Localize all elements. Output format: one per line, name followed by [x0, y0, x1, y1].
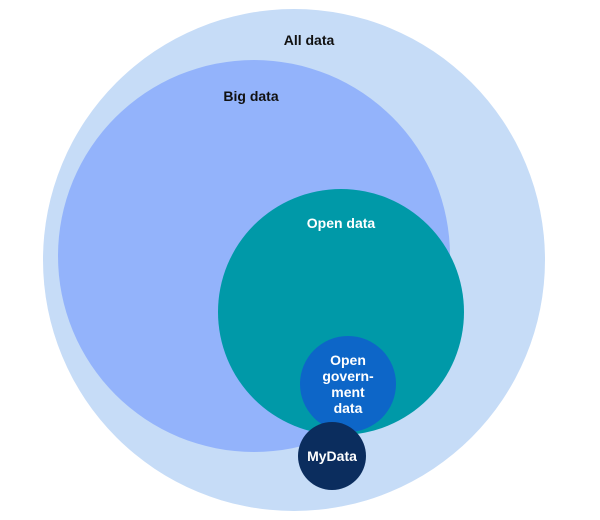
mydata-label: MyData [307, 448, 357, 464]
all-data-label: All data [283, 32, 335, 48]
open-government-data-label-line-4: data [333, 400, 363, 416]
open-government-data-label: Open govern- ment data [308, 352, 388, 416]
open-government-data-label-line-1: Open [330, 352, 366, 368]
open-data-label: Open data [306, 215, 376, 231]
open-government-data-circle [300, 336, 396, 432]
open-government-data-label-line-3: ment [331, 384, 365, 400]
open-government-data-label-line-2: govern- [322, 368, 374, 384]
big-data-label: Big data [223, 88, 279, 104]
open-data-circle [218, 189, 464, 435]
mydata-circle [298, 422, 366, 490]
